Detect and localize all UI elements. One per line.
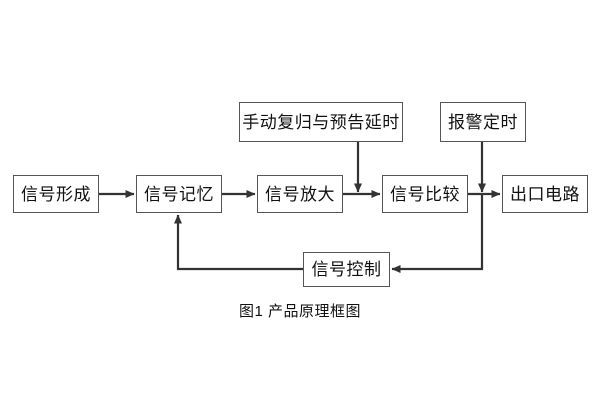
figure-caption: 图1 产品原理框图 [238, 303, 361, 320]
node-alarm-timer[interactable]: 报警定时 [440, 102, 526, 142]
node-signal-control[interactable]: 信号控制 [303, 252, 390, 287]
node-signal-memory[interactable]: 信号记忆 [136, 175, 222, 213]
node-label-signal-amplify: 信号放大 [265, 184, 335, 204]
node-manual-reset[interactable]: 手动复归与预告延时 [239, 102, 403, 142]
node-label-manual-reset: 手动复归与预告延时 [242, 112, 400, 132]
node-label-alarm-timer: 报警定时 [448, 112, 518, 132]
edge-control-to-memory [174, 214, 303, 271]
node-label-signal-control: 信号控制 [311, 260, 382, 279]
node-label-output-circuit: 出口电路 [510, 184, 580, 204]
node-label-signal-formation: 信号形成 [21, 184, 91, 204]
node-signal-compare[interactable]: 信号比较 [382, 175, 468, 213]
node-label-signal-compare: 信号比较 [390, 184, 460, 204]
node-output-circuit[interactable]: 出口电路 [502, 175, 588, 213]
node-signal-amplify[interactable]: 信号放大 [257, 175, 343, 213]
node-signal-formation[interactable]: 信号形成 [13, 175, 99, 213]
node-label-signal-memory: 信号记忆 [144, 184, 214, 204]
